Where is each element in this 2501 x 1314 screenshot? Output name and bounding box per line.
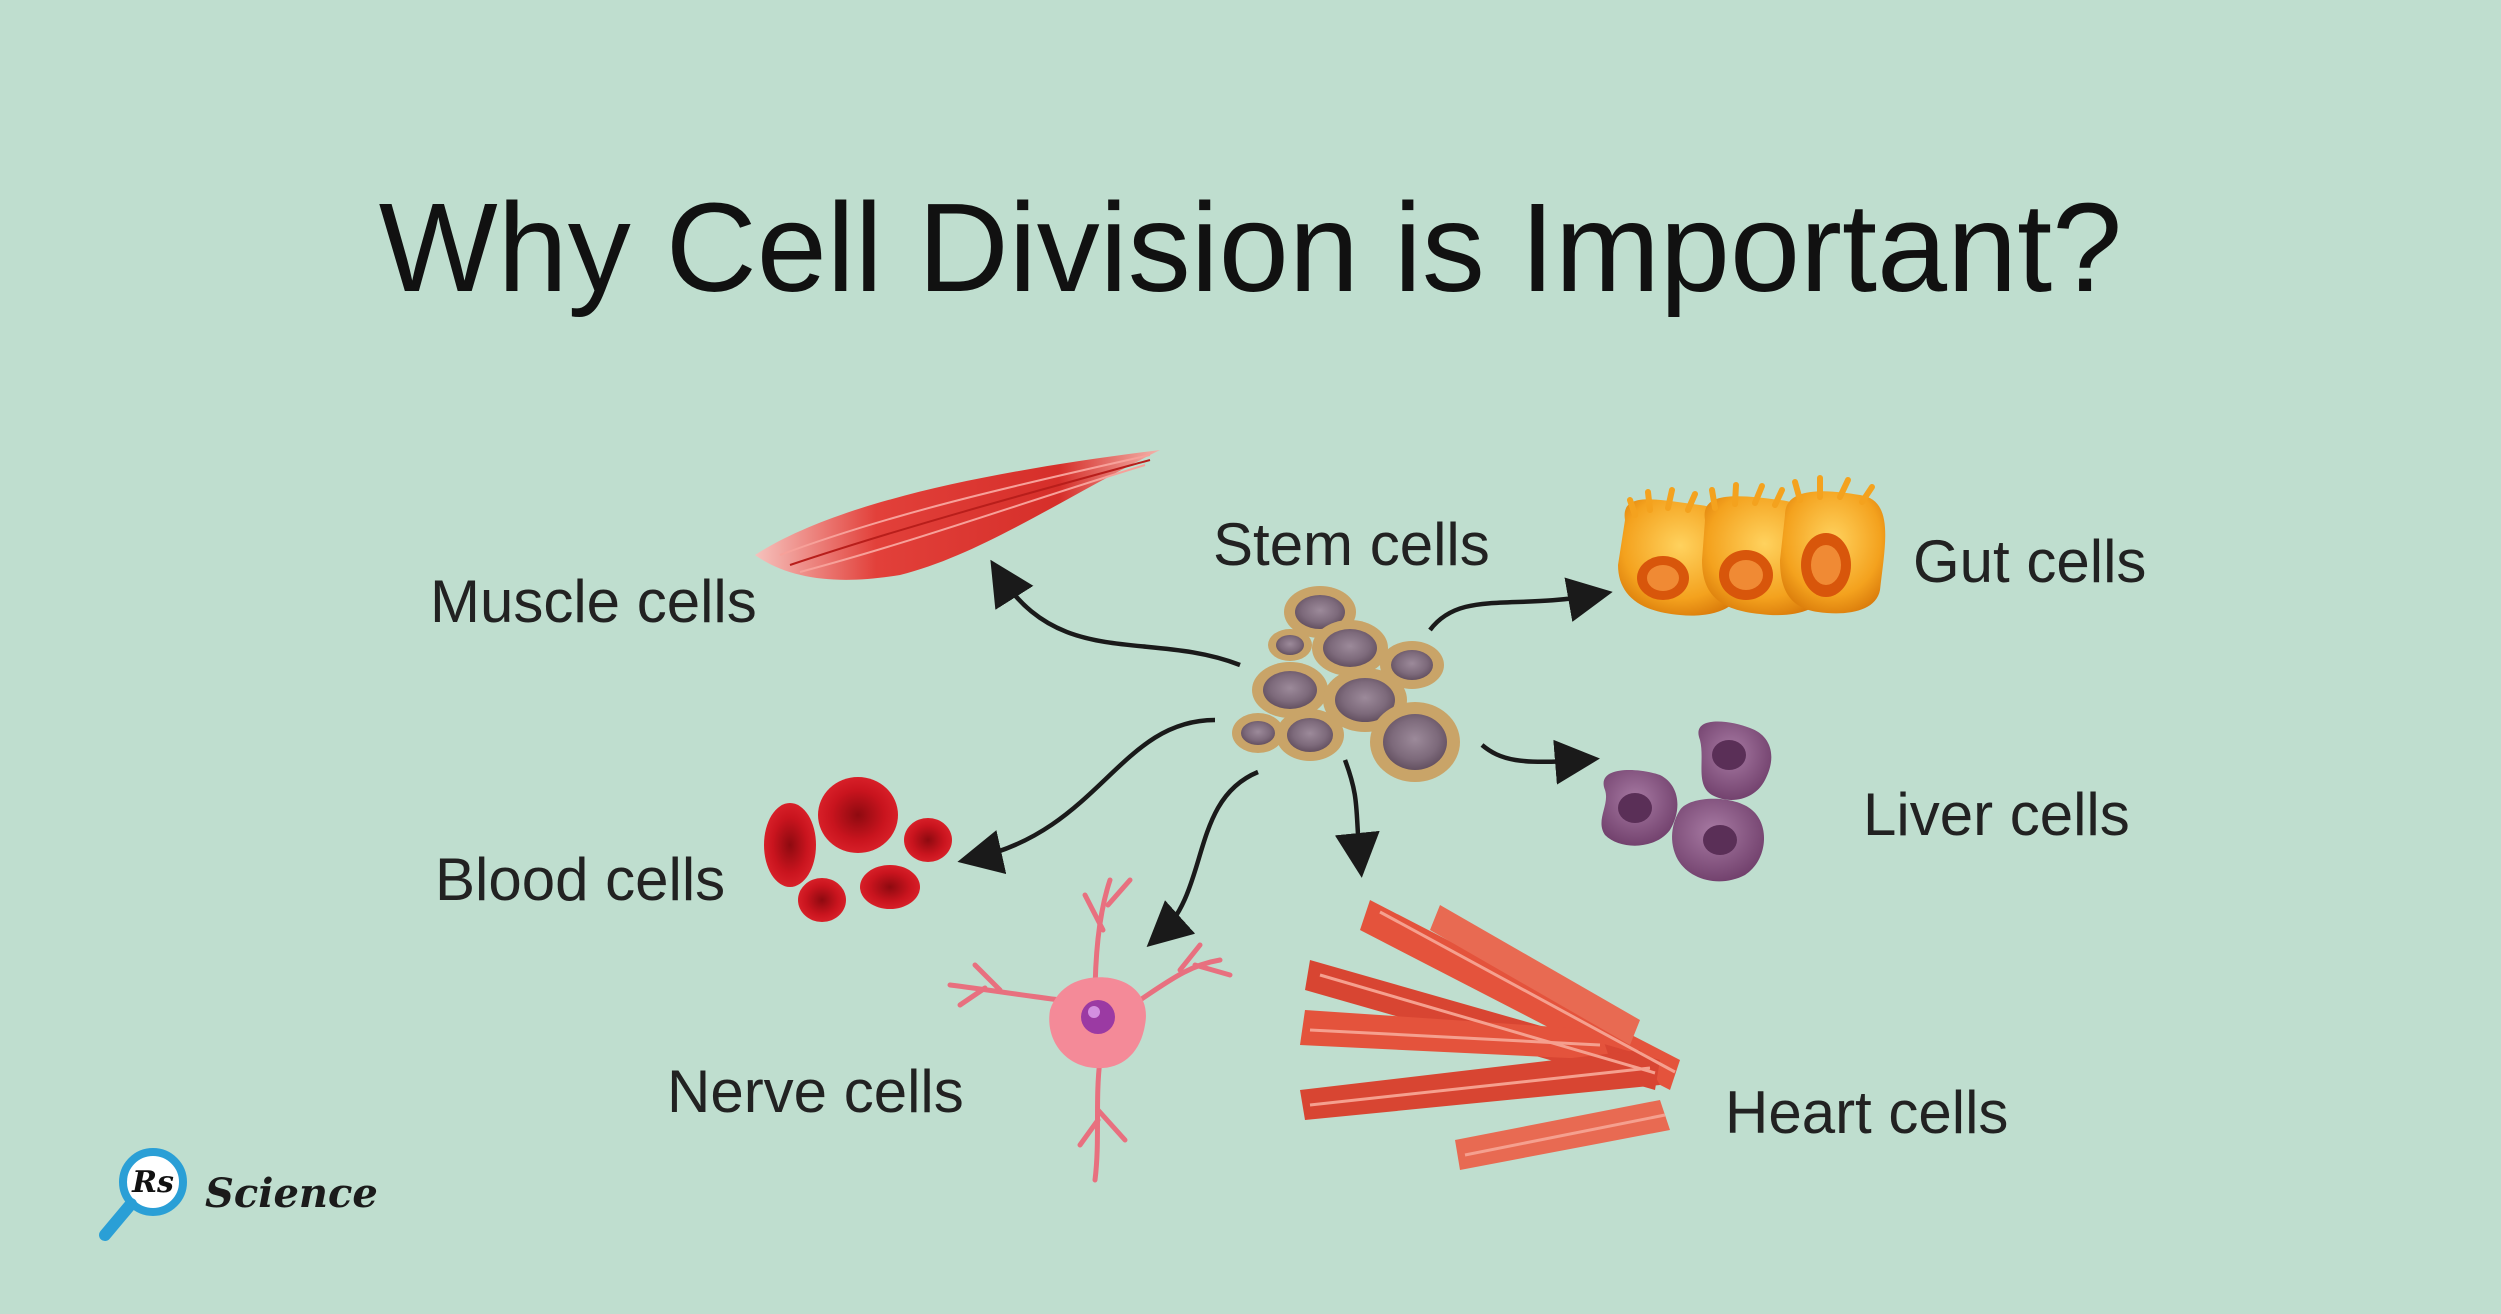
nerve-cells-label: Nerve cells: [667, 1058, 964, 1125]
heart-cells-label: Heart cells: [1725, 1079, 2009, 1146]
arrows: [957, 559, 1613, 948]
muscle-cells-label: Muscle cells: [430, 568, 757, 635]
nerve-cell-illustration: [947, 877, 1233, 1183]
arrow-to-nerve: [1146, 769, 1259, 948]
page-title: Why Cell Division is Important?: [378, 177, 2123, 318]
logo-word: Science: [205, 1170, 378, 1217]
magnifier-icon: Rs: [99, 1148, 187, 1241]
blood-cells-illustration: [764, 777, 952, 922]
arrow-to-muscle: [990, 559, 1241, 668]
arrow-to-heart: [1334, 759, 1380, 878]
logo-mark: Rs: [131, 1165, 174, 1200]
blood-cells-label: Blood cells: [435, 846, 726, 913]
arrow-to-gut: [1428, 577, 1613, 632]
liver-cells-label: Liver cells: [1863, 781, 2130, 848]
rs-science-logo: Rs Science: [95, 1140, 378, 1250]
stem-cells-illustration: [1232, 586, 1460, 782]
gut-cells-label: Gut cells: [1913, 528, 2147, 595]
gut-cells-illustration: [1618, 475, 1886, 616]
arrow-to-liver: [1480, 739, 1600, 785]
arrow-to-blood: [957, 717, 1216, 875]
muscle-cell-illustration: [755, 450, 1160, 580]
liver-cells-illustration: [1601, 721, 1772, 882]
stem-cells-label: Stem cells: [1213, 511, 1490, 578]
heart-cells-illustration: [1300, 900, 1680, 1170]
